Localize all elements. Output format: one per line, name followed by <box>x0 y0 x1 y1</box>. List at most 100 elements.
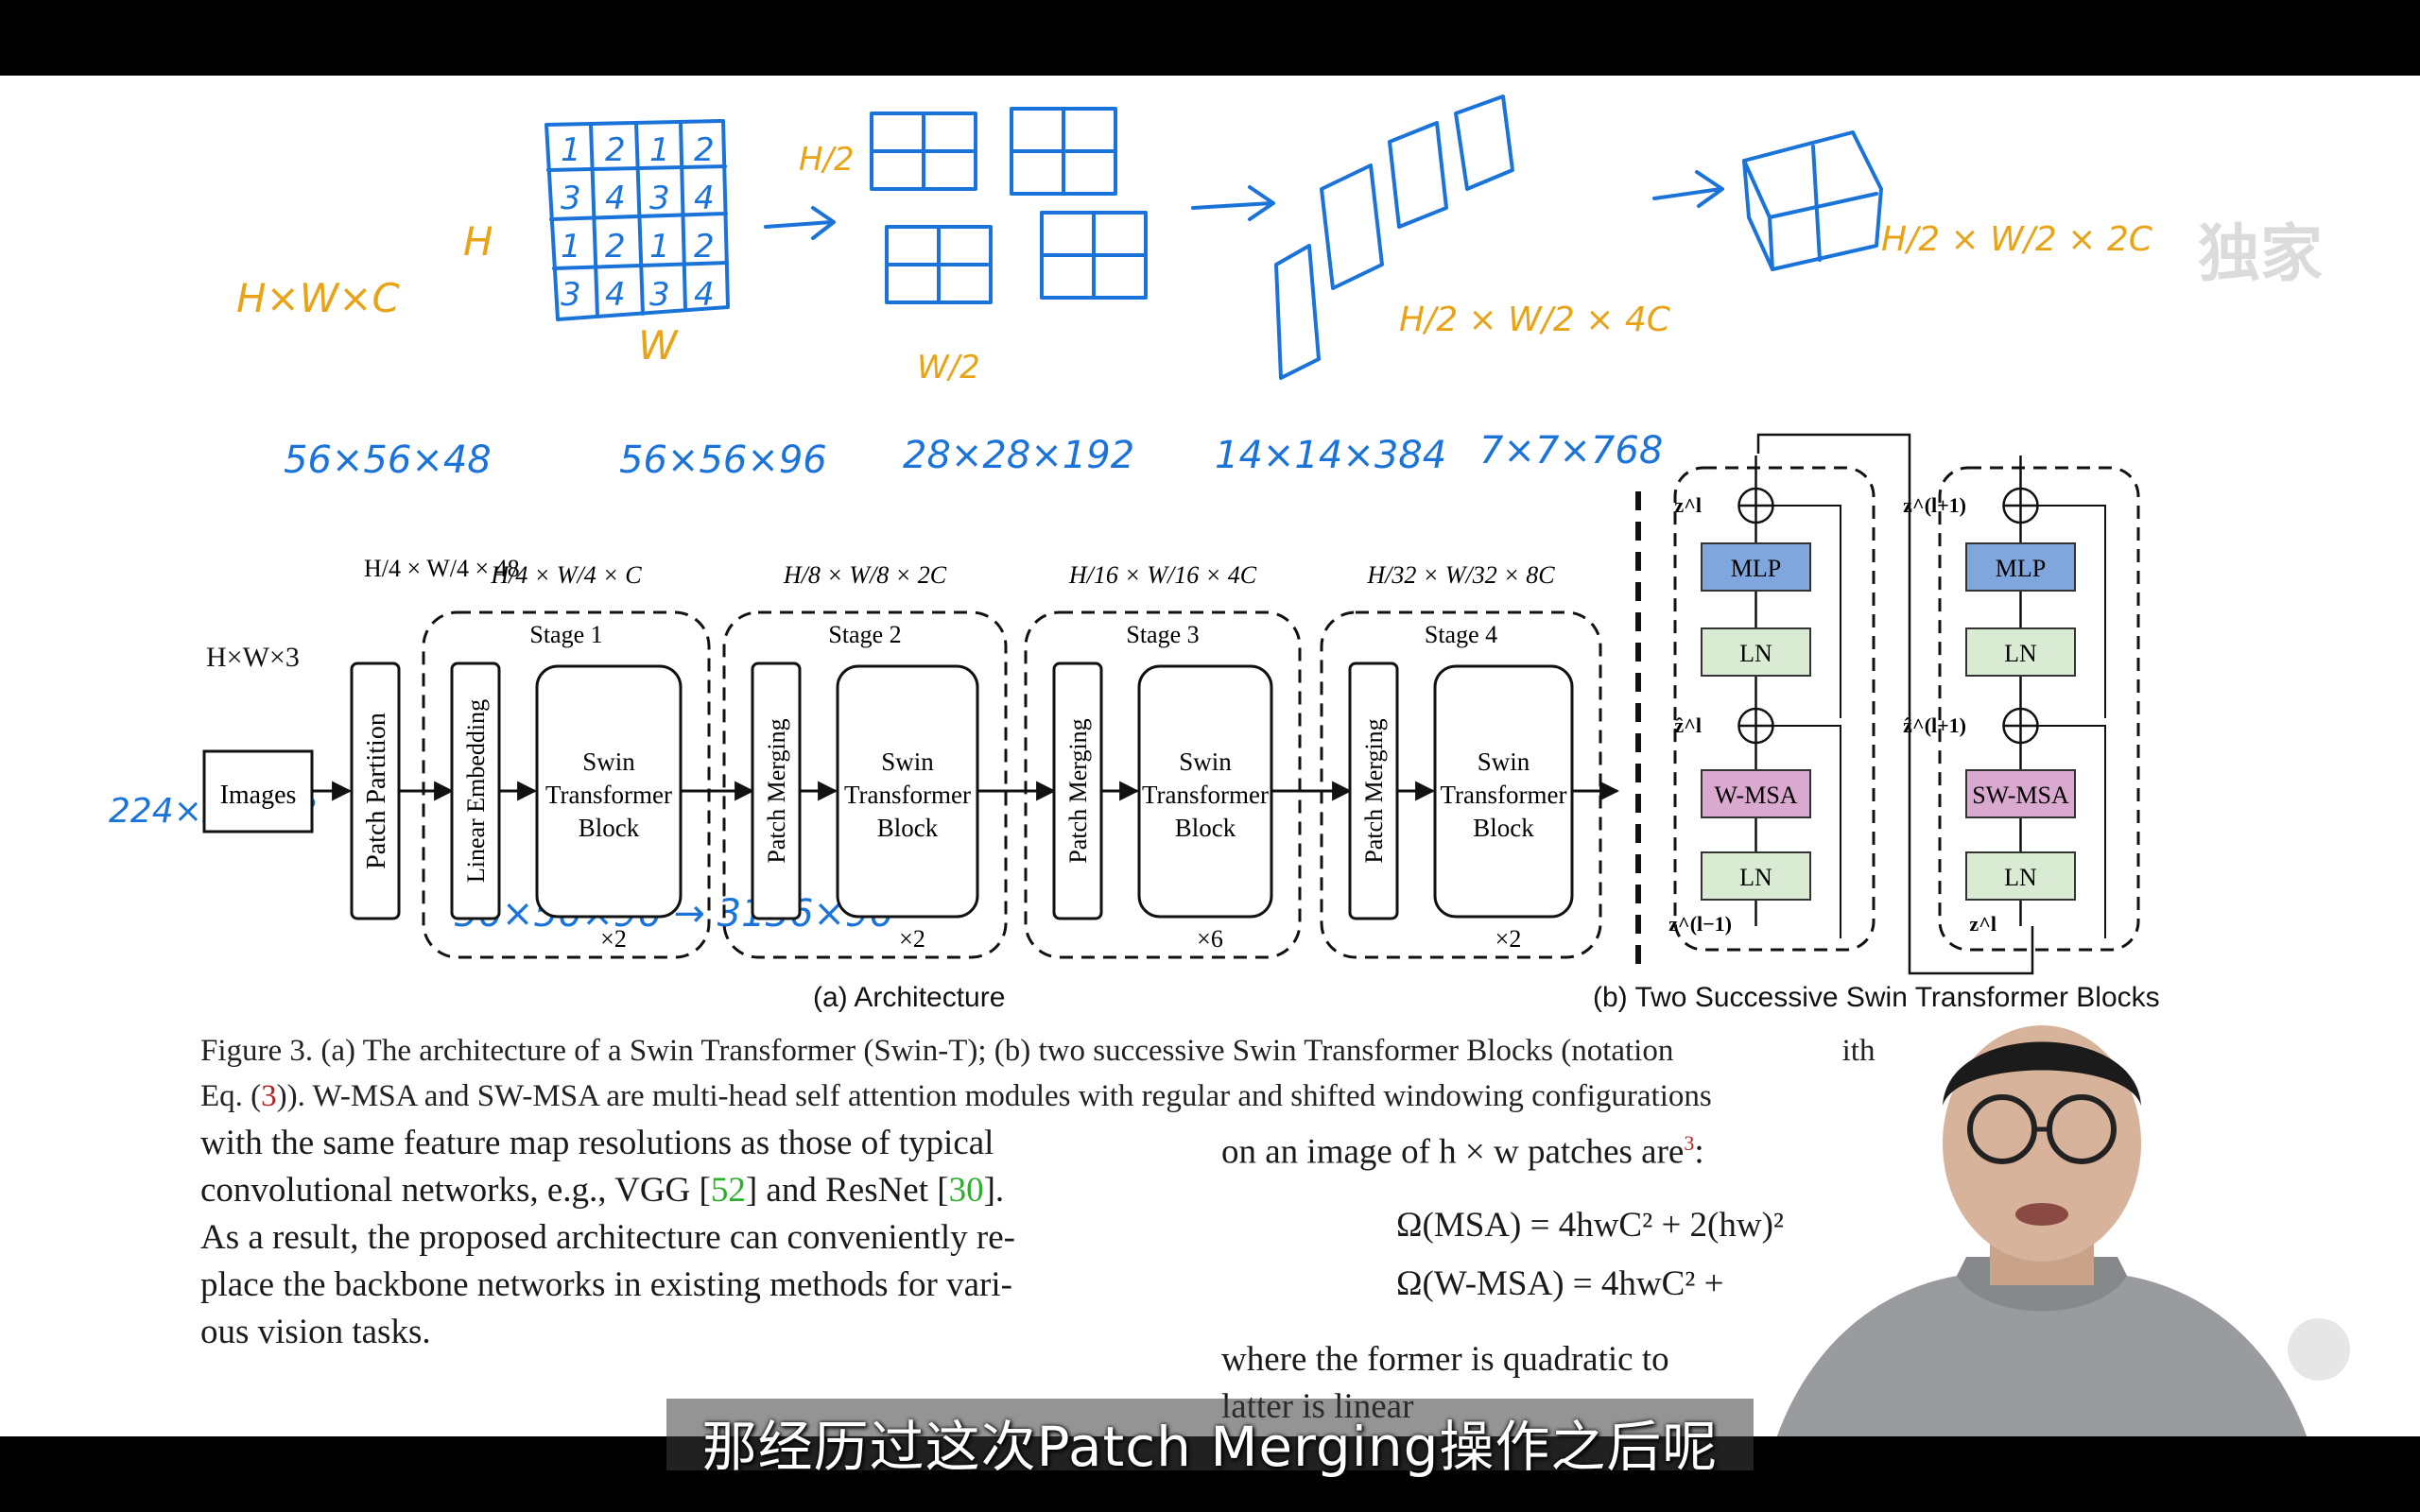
bar-label: Linear Embedding <box>462 699 490 883</box>
swin-label: Swin <box>1179 747 1232 776</box>
grid-number: 3 <box>649 180 670 217</box>
dim-s2: 28×28×192 <box>903 434 1134 477</box>
stage-name: Stage 4 <box>1425 621 1497 648</box>
grid-number: 4 <box>694 180 715 217</box>
z-in: z^(l−1) <box>1668 912 1732 936</box>
residual <box>2037 505 2106 718</box>
stage-repeat: ×2 <box>899 925 925 953</box>
attn-box <box>1701 769 1811 818</box>
z-hat: ẑ^l <box>1674 713 1702 737</box>
z-hat: ẑ^(l+1) <box>1903 713 1966 737</box>
residual <box>1772 725 1841 938</box>
stage-name: Stage 3 <box>1126 621 1199 648</box>
stage-frame <box>1024 610 1302 959</box>
arrow-2 <box>1191 185 1275 221</box>
grid-number: 2 <box>694 228 715 266</box>
stage-repeat: ×6 <box>1197 925 1223 953</box>
h-annotation: H <box>463 218 493 265</box>
grid-number: 4 <box>605 276 626 314</box>
equation-msa: Ω(MSA) = 4hwC² + 2(hw)² <box>1396 1206 1785 1246</box>
stage-repeat: ×2 <box>1495 925 1522 953</box>
grid-number: 1 <box>561 131 581 169</box>
final-dims: H/2 × W/2 × 2C <box>1881 220 2153 259</box>
grid-number: 3 <box>561 180 581 217</box>
subtitle-background <box>666 1399 1754 1470</box>
stage-repeat: ×2 <box>600 925 627 953</box>
merged-cube <box>1742 130 1883 271</box>
ln-box <box>1965 627 2076 677</box>
left-column-text: with the same feature map resolutions as… <box>200 1124 1015 1351</box>
swin-label: Swin <box>881 747 934 776</box>
swin-label: Block <box>579 814 640 842</box>
stacked-slices <box>1274 94 1514 380</box>
bar-label: Patch Merging <box>763 718 790 863</box>
stage-name: Stage 2 <box>828 621 901 648</box>
dim-pre: 56×56×48 <box>284 438 492 482</box>
subtitle: 那经历过这次Patch Merging操作之后呢 <box>701 1415 1719 1479</box>
dim-s4: 7×7×768 <box>1479 429 1663 472</box>
w-annotation: W <box>638 322 679 369</box>
stage-name: Stage 1 <box>529 621 602 648</box>
stage-frame <box>722 610 1008 959</box>
grid-number: 3 <box>649 276 670 314</box>
play-icon[interactable] <box>2288 1318 2350 1381</box>
stage-dim: H/8 × W/8 × 2C <box>783 561 947 589</box>
swin-label: Block <box>877 814 939 842</box>
grid-number: 1 <box>561 228 581 266</box>
mlp-box <box>1965 542 2076 592</box>
stage-dim: H/16 × W/16 × 4C <box>1068 561 1257 589</box>
z-out: z^l <box>1674 493 1702 517</box>
residual <box>2037 725 2106 938</box>
mlp-box-label: MLP <box>1996 555 2046 582</box>
grid-number: 4 <box>694 276 715 314</box>
images-label: Images <box>220 781 297 810</box>
grid-number: 4 <box>605 180 626 217</box>
ln-box <box>1701 627 1811 677</box>
attn-box <box>1965 769 2076 818</box>
input-dim: H×W×3 <box>206 642 300 673</box>
ln-box <box>1701 851 1811 901</box>
ln-box-label: LN <box>2004 640 2037 667</box>
bar-label: Patch Merging <box>1064 718 1092 863</box>
swin-label: Swin <box>582 747 635 776</box>
bar-label: Patch Merging <box>1360 718 1388 863</box>
block-frame <box>1673 466 1876 952</box>
ln-box-label: LN <box>2004 864 2037 891</box>
ln-box <box>1965 851 2076 901</box>
grid-number: 1 <box>649 228 670 266</box>
grid-number: 2 <box>605 131 626 169</box>
ln-box-label: LN <box>1739 864 1772 891</box>
half-h: H/2 <box>799 141 855 179</box>
figure-caption: Figure 3. (a) The architecture of a Swin… <box>200 1034 1876 1113</box>
swin-label: Transformer <box>1142 781 1269 809</box>
grid-number: 2 <box>605 228 626 266</box>
mlp-box-label: MLP <box>1731 555 1781 582</box>
swin-label: Transformer <box>545 781 672 809</box>
arrow-3 <box>1652 170 1724 208</box>
caption-b: (b) Two Successive Swin Transformer Bloc… <box>1593 982 2160 1013</box>
swin-label: Block <box>1175 814 1236 842</box>
svg-text:Patch Partition: Patch Partition <box>362 713 391 869</box>
dim-s3: 14×14×384 <box>1215 434 1446 477</box>
quarter-dims: H/2 × W/2 × 4C <box>1399 301 1671 339</box>
grid-number: 3 <box>561 276 581 314</box>
hwc-annotation: H×W×C <box>236 275 400 321</box>
z-in: z^l <box>1969 912 1996 936</box>
caption-a: (a) Architecture <box>813 982 1005 1013</box>
stage-dim: H/4 × W/4 × C <box>490 561 642 589</box>
architecture-diagram: H×W×3 Images Patch Partition H/4 × W/4 ×… <box>202 555 1620 1013</box>
dim-s1: 56×56×96 <box>619 438 827 482</box>
block-frame <box>1938 466 2140 952</box>
residual <box>1772 505 1841 718</box>
grid-number: 2 <box>694 131 715 169</box>
half-w: W/2 <box>917 349 980 387</box>
swin-label: Transformer <box>1441 781 1567 809</box>
mlp-box <box>1701 542 1811 592</box>
arrow-1 <box>764 206 836 240</box>
four-sub-grids <box>870 107 1148 304</box>
